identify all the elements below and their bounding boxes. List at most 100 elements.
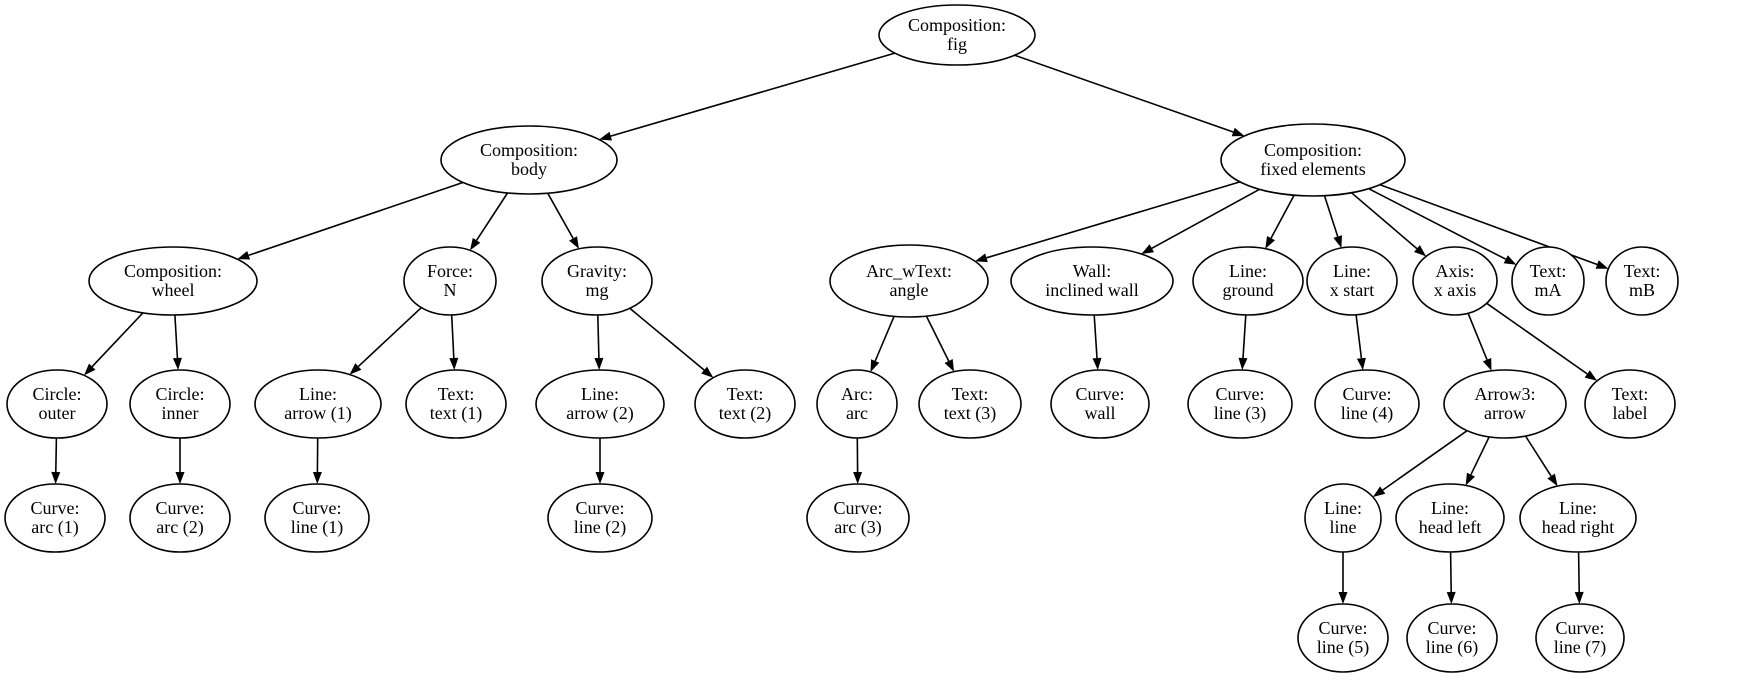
node-label-type: Text: — [1624, 261, 1661, 281]
edge-arrow3-headL — [1465, 436, 1490, 486]
node-label-type: Line: — [299, 384, 337, 404]
arrowhead-icon — [853, 472, 863, 484]
node-ellipse — [1304, 483, 1382, 553]
edge-line — [1467, 312, 1488, 361]
node-arrow1: Line:arrow (1) — [254, 369, 382, 439]
node-label-name: line (6) — [1426, 637, 1478, 658]
node-label-name: arc (3) — [834, 517, 881, 538]
edge-line — [1486, 302, 1588, 375]
node-ellipse — [829, 244, 989, 318]
node-ellipse — [254, 369, 382, 439]
arrowhead-icon — [51, 471, 61, 484]
node-ellipse — [694, 369, 796, 439]
node-label: Arrow3:arrow — [1475, 384, 1536, 423]
node-label: Wall:inclined wall — [1045, 261, 1138, 300]
arrowhead-icon — [594, 357, 604, 370]
edge-body-forceN — [470, 192, 509, 251]
node-label-name: x start — [1330, 280, 1375, 300]
node-label-name: fixed elements — [1260, 159, 1365, 179]
node-label: Line:head left — [1419, 498, 1481, 537]
node-label: Arc_wText:angle — [866, 261, 952, 300]
edge-axis-label — [1486, 302, 1598, 381]
node-headL: Line:head left — [1395, 483, 1505, 553]
node-text3: Text:text (3) — [918, 369, 1022, 439]
node-ellipse — [816, 369, 898, 439]
node-label-type: Text: — [1612, 384, 1649, 404]
edge-line — [1242, 314, 1247, 359]
arrowhead-icon — [870, 359, 880, 372]
edge-line — [1368, 187, 1507, 260]
node-curvewall: Curve:wall — [1050, 369, 1150, 439]
node-label: Curve:line (1) — [291, 498, 343, 538]
node-ellipse — [1050, 369, 1150, 439]
node-label-name: line (4) — [1341, 403, 1393, 424]
edge-line — [1524, 435, 1552, 477]
node-ellipse — [403, 246, 497, 316]
node-label-type: Line: — [1229, 261, 1267, 281]
node-label-name: line — [1330, 517, 1357, 537]
arrowhead-icon — [1333, 235, 1342, 248]
node-text2: Text:text (2) — [694, 369, 796, 439]
edge-line — [174, 314, 179, 359]
node-inner: Circle:inner — [129, 369, 231, 439]
arrowhead-icon — [1574, 591, 1584, 604]
edge-wall-curvewall — [1092, 314, 1102, 370]
arrowhead-icon — [1465, 472, 1475, 486]
node-label-name: outer — [39, 403, 76, 423]
node-axis: Axis:x axis — [1412, 246, 1498, 316]
node-gravity: Gravity:mg — [541, 246, 653, 316]
node-arc: Arc:arc — [816, 369, 898, 439]
edge-fixed-ground — [1265, 194, 1295, 249]
node-outer: Circle:outer — [6, 369, 108, 439]
edge-arrow3-headR — [1524, 435, 1558, 487]
edge-line — [874, 315, 895, 362]
node-label-name: inner — [162, 403, 199, 423]
node-label: Line:arrow (2) — [566, 384, 633, 424]
node-label-type: Line: — [1333, 261, 1371, 281]
node-ellipse — [878, 4, 1036, 66]
node-label-type: Curve: — [576, 498, 625, 518]
node-ellipse — [547, 483, 653, 553]
node-label-type: Line: — [1559, 498, 1597, 518]
node-label-type: Line: — [581, 384, 619, 404]
node-fig: Composition:fig — [878, 4, 1036, 66]
node-label: Curve:line (7) — [1554, 618, 1606, 658]
node-arrow3: Arrow3:arrow — [1443, 369, 1567, 439]
node-label-type: Circle: — [156, 384, 205, 404]
node-label-type: Text: — [952, 384, 989, 404]
node-cline3: Curve:line (3) — [1187, 369, 1293, 439]
node-label: Line:x start — [1330, 261, 1375, 300]
arrowhead-icon — [349, 363, 362, 375]
node-label-type: Curve: — [1076, 384, 1125, 404]
arrowhead-icon — [1231, 127, 1245, 137]
node-mB: Text:mB — [1605, 246, 1679, 316]
edge-line — [475, 192, 509, 241]
node-headR: Line:head right — [1519, 483, 1637, 553]
arrowhead-icon — [1238, 357, 1248, 370]
arrowhead-icon — [1503, 255, 1517, 265]
node-label-name: line (7) — [1554, 637, 1606, 658]
node-ellipse — [1406, 603, 1498, 673]
node-ellipse — [4, 483, 106, 553]
node-label-type: Text: — [438, 384, 475, 404]
edge-line — [248, 181, 464, 257]
edge-outer-carc1 — [51, 437, 61, 484]
edge-line — [547, 192, 574, 239]
arrowhead-icon — [175, 472, 185, 484]
node-wall: Wall:inclined wall — [1010, 246, 1174, 316]
node-label: Composition:wheel — [124, 261, 222, 300]
node-xstart: Line:x start — [1306, 246, 1398, 316]
edge-ground-cline3 — [1238, 314, 1248, 370]
node-label: Line:head right — [1542, 498, 1614, 537]
node-label-name: x axis — [1434, 280, 1477, 300]
edge-line — [597, 314, 600, 359]
node-arrow2: Line:arrow (2) — [535, 369, 665, 439]
node-label-type: Curve: — [1216, 384, 1265, 404]
node-ellipse — [1306, 246, 1398, 316]
node-label-name: arc — [846, 403, 868, 423]
node-label: Text:label — [1612, 384, 1649, 423]
node-label-name: mA — [1535, 280, 1562, 300]
node-ellipse — [1187, 369, 1293, 439]
node-cline6: Curve:line (6) — [1406, 603, 1498, 673]
